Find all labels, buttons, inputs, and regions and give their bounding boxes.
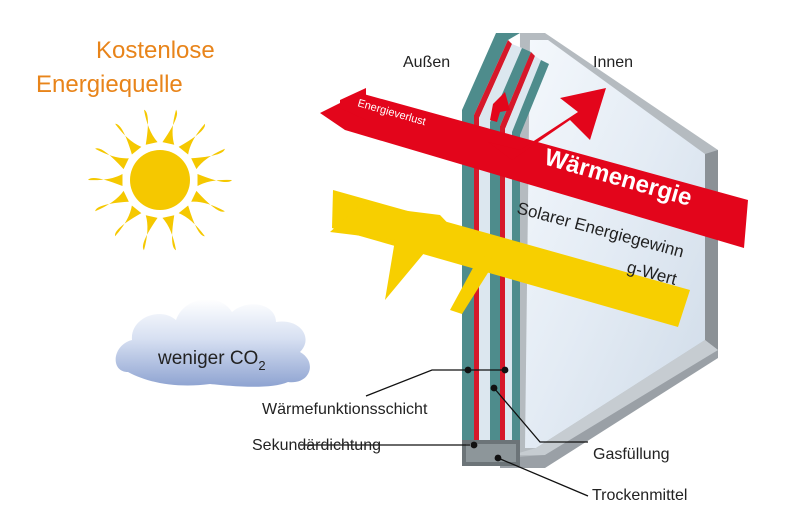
sun-icon xyxy=(88,109,232,251)
sun-ray xyxy=(178,205,205,237)
cloud-icon xyxy=(115,299,310,387)
sun-ray xyxy=(142,215,158,251)
heat-energy-arrow xyxy=(320,88,748,248)
coating-label: Wärmefunktionsschicht xyxy=(262,401,428,418)
sun-ray xyxy=(95,190,129,212)
cloud-text: weniger CO xyxy=(157,348,258,369)
callout-lines xyxy=(300,369,589,497)
callout-dots xyxy=(464,366,509,462)
sun-ray xyxy=(197,173,232,187)
sun-ray xyxy=(114,205,142,237)
headline-line2: Energiequelle xyxy=(36,71,183,98)
sun-core xyxy=(130,150,190,210)
cloud-co2-label: weniger CO2 xyxy=(157,348,266,373)
secondary-seal-label: Sekundärdichtung xyxy=(252,437,381,454)
sun-ray xyxy=(178,123,206,155)
sun-ray xyxy=(143,109,158,145)
desiccant-label: Trockenmittel xyxy=(592,487,687,504)
sun-ray xyxy=(162,215,177,251)
inside-label: Innen xyxy=(593,54,633,71)
sun-ray xyxy=(191,148,225,170)
sun-ray xyxy=(162,109,178,145)
solar-gain-arrow xyxy=(330,190,690,327)
gas-fill-label: Gasfüllung xyxy=(593,446,670,463)
sun-ray xyxy=(191,190,225,212)
sun-ray xyxy=(95,148,129,170)
window-frame xyxy=(500,33,718,468)
outside-label: Außen xyxy=(403,54,450,71)
cloud-subscript: 2 xyxy=(258,358,265,373)
sun-ray xyxy=(115,123,142,155)
headline-line1: Kostenlose xyxy=(96,37,215,64)
sun-ray xyxy=(88,173,123,187)
